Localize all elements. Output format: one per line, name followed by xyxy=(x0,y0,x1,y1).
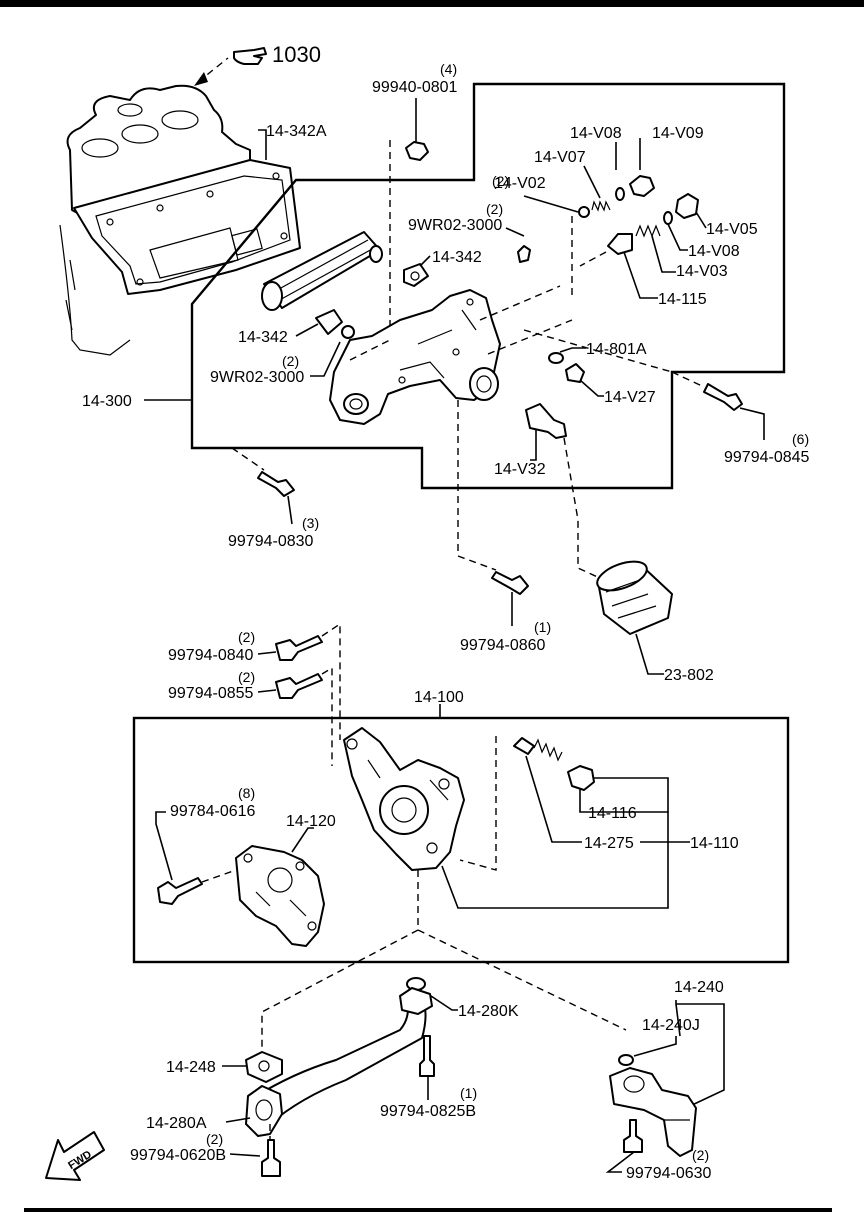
oil-pump-body[interactable] xyxy=(343,727,465,871)
plug-14-V09[interactable] xyxy=(629,175,655,197)
label-14-V07: 14-V07 xyxy=(534,149,586,166)
gasket-14-342-lower[interactable] xyxy=(315,309,343,335)
qty-99794-0620B: (2) xyxy=(206,1131,223,1147)
bolt-99794-0620B[interactable] xyxy=(261,1139,281,1177)
bolt-99794-0855[interactable] xyxy=(275,673,323,699)
washer-14-801A[interactable] xyxy=(548,352,564,364)
valve-14-115[interactable] xyxy=(607,233,633,255)
label-99794-0840: 99794-0840 xyxy=(168,647,254,664)
label-14-801A: 14-801A xyxy=(586,341,647,358)
label-14-342A: 14-342A xyxy=(266,123,327,140)
gasket-14-342-upper[interactable] xyxy=(403,263,429,287)
qty-99794-0830: (3) xyxy=(302,515,319,531)
label-14-115: 14-115 xyxy=(658,291,707,308)
pressure-switch-14-V32[interactable] xyxy=(525,403,567,439)
label-14-342-upper: 14-342 xyxy=(432,249,482,266)
label-14-V27: 14-V27 xyxy=(604,389,656,406)
oil-strainer-14-280A[interactable] xyxy=(245,987,433,1137)
pump-cover-14-120[interactable] xyxy=(235,845,325,947)
label-14-V09: 14-V09 xyxy=(652,125,704,142)
washer-14-V08-lower[interactable] xyxy=(663,211,673,225)
bolt-99794-0825B[interactable] xyxy=(419,1035,435,1077)
bolt-99794-0845[interactable] xyxy=(703,383,743,411)
label-14-280K: 14-280K xyxy=(458,1003,519,1020)
plunger-14-275[interactable] xyxy=(513,737,535,755)
label-99794-0845: 99794-0845 xyxy=(724,449,810,466)
bolt-99794-0830[interactable] xyxy=(257,471,295,497)
qty-99794-0860: (1) xyxy=(534,619,551,635)
spring-14-V03[interactable] xyxy=(635,224,661,238)
label-14-V03: 14-V03 xyxy=(676,263,728,280)
label-14-V08-upper: 14-V08 xyxy=(570,125,622,142)
label-14-275: 14-275 xyxy=(584,835,634,852)
spring-14-V07[interactable] xyxy=(591,200,611,212)
plug-14-116[interactable] xyxy=(567,765,595,791)
plug-9WR02-3000-upper[interactable] xyxy=(517,245,531,263)
qty-99784-0616: (8) xyxy=(238,785,255,801)
plug-14-V05[interactable] xyxy=(675,193,699,219)
bottom-border-bar xyxy=(24,1208,832,1212)
plug-9WR02-3000-lower[interactable] xyxy=(341,325,355,339)
label-14-280A: 14-280A xyxy=(146,1115,207,1132)
pointing-hand-icon xyxy=(233,47,267,65)
label-14-120: 14-120 xyxy=(286,813,336,830)
label-9WR02-3000-upper: 9WR02-3000 xyxy=(408,217,502,234)
label-14-110: 14-110 xyxy=(690,835,739,852)
plug-14-V27[interactable] xyxy=(565,363,585,383)
nut-99940-0801[interactable] xyxy=(405,141,429,161)
label-14-116: 14-116 xyxy=(588,805,637,822)
label-99794-0630: 99794-0630 xyxy=(626,1165,712,1182)
label-14-240: 14-240 xyxy=(674,979,724,996)
qty-99794-0840: (2) xyxy=(238,629,255,645)
bolt-99794-0840[interactable] xyxy=(275,635,323,661)
label-99784-0616: 99784-0616 xyxy=(170,803,256,820)
label-99794-0825B: 99794-0825B xyxy=(380,1103,476,1120)
label-14-V08-lower: 14-V08 xyxy=(688,243,740,260)
bolt-99794-0860[interactable] xyxy=(491,571,529,595)
box-14-100 xyxy=(132,716,790,964)
reference-pointer[interactable]: 1030 xyxy=(194,42,321,86)
label-99794-0620B: 99794-0620B xyxy=(130,1147,226,1164)
box-14-300 xyxy=(190,82,786,490)
label-99940-0801: 99940-0801 xyxy=(372,79,458,96)
qty-9WR02-3000-lower: (2) xyxy=(282,353,299,369)
bolt-99794-0630[interactable] xyxy=(623,1119,643,1153)
label-9WR02-3000-lower: 9WR02-3000 xyxy=(210,369,304,386)
qty-99940-0801: (4) xyxy=(440,61,457,77)
spring-14-275 xyxy=(533,738,563,762)
ball-14-V02[interactable] xyxy=(578,206,590,218)
bolt-99784-0616[interactable] xyxy=(157,877,203,905)
oil-filter-23-802[interactable] xyxy=(593,556,673,635)
label-14-V02-visible: 14-V02 xyxy=(494,175,546,192)
washer-14-V08-upper[interactable] xyxy=(615,187,625,201)
qty-99794-0825B: (1) xyxy=(460,1085,477,1101)
label-14-300: 14-300 xyxy=(82,393,132,410)
label-99794-0830: 99794-0830 xyxy=(228,533,314,550)
qty-9WR02-3000-upper: (2) xyxy=(486,201,503,217)
oil-cooler[interactable] xyxy=(261,231,383,311)
label-14-248: 14-248 xyxy=(166,1059,216,1076)
gasket-14-342A[interactable] xyxy=(73,159,301,295)
label-14-V32: 14-V32 xyxy=(494,461,546,478)
oil-pump-bracket-14-240[interactable] xyxy=(609,1067,697,1157)
qty-14-V02: (2) xyxy=(492,173,509,189)
qty-99794-0630: (2) xyxy=(692,1147,709,1163)
forward-arrow-icon: FWD xyxy=(45,1131,105,1181)
qty-99794-0855: (2) xyxy=(238,669,255,685)
qty-99794-0845: (6) xyxy=(792,431,809,447)
o-ring-14-280K[interactable] xyxy=(406,977,426,991)
label-99794-0855: 99794-0855 xyxy=(168,685,254,702)
label-14-100: 14-100 xyxy=(414,689,464,706)
o-ring-14-240J[interactable] xyxy=(618,1054,634,1066)
label-99794-0860: 99794-0860 xyxy=(460,637,546,654)
label-14-342-lower: 14-342 xyxy=(238,329,288,346)
label-23-802: 23-802 xyxy=(664,667,714,684)
label-14-V05: 14-V05 xyxy=(706,221,758,238)
label-14-240J: 14-240J xyxy=(642,1017,700,1034)
top-border-bar xyxy=(0,0,864,7)
gasket-14-248[interactable] xyxy=(245,1051,283,1083)
oil-filter-housing[interactable] xyxy=(329,289,501,425)
reference-label: 1030 xyxy=(272,42,321,67)
